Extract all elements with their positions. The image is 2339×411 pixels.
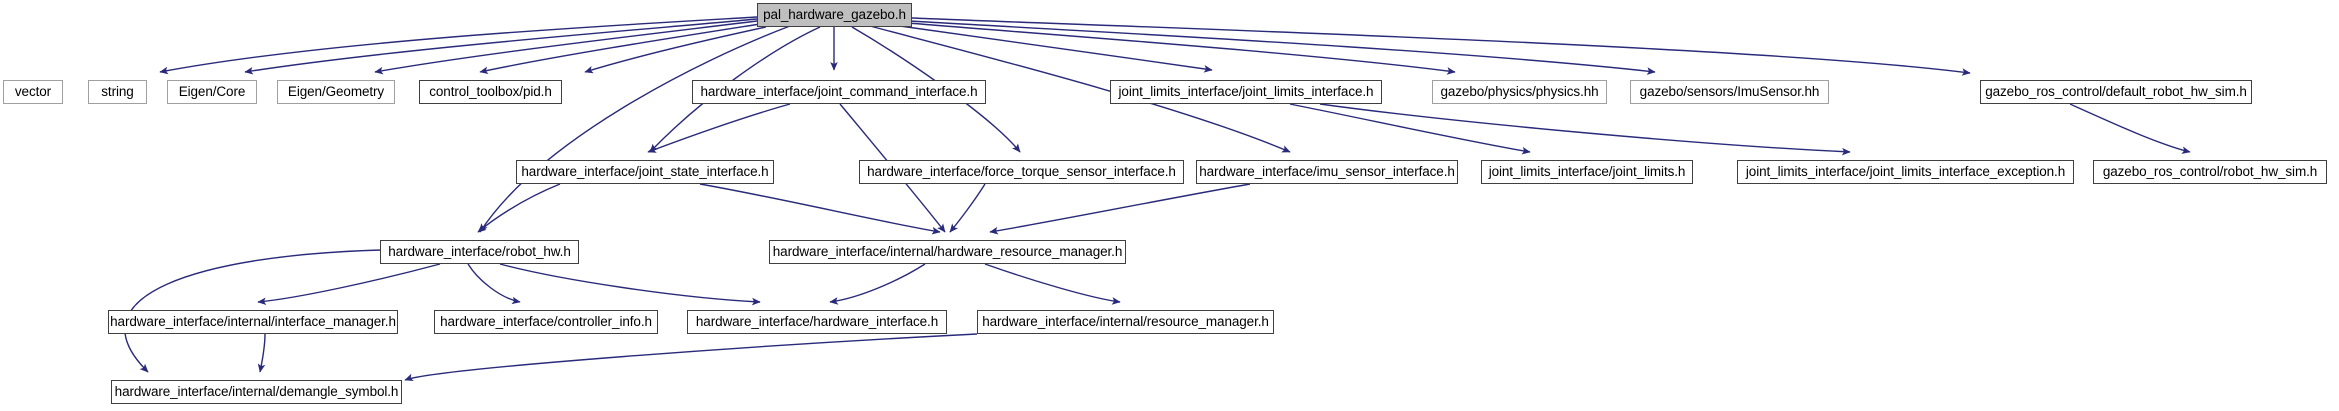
edge-robot_hw-to-iface_mgr <box>257 263 441 306</box>
edge-root-to-string <box>244 18 758 75</box>
node-label-demangle: hardware_interface/internal/demangle_sym… <box>114 384 399 400</box>
node-root[interactable]: pal_hardware_gazebo.h <box>757 3 912 27</box>
node-vector[interactable]: vector <box>3 80 63 104</box>
node-hw_res_mgr[interactable]: hardware_interface/internal/hardware_res… <box>769 240 1126 264</box>
edge-root-to-robot_hw <box>479 25 791 233</box>
node-joint_state_if[interactable]: hardware_interface/joint_state_interface… <box>516 160 774 184</box>
node-label-iface_mgr: hardware_interface/internal/interface_ma… <box>110 314 396 330</box>
node-joint_cmd_if[interactable]: hardware_interface/joint_command_interfa… <box>692 80 986 104</box>
edge-root-to-vector <box>159 16 758 75</box>
edge-root-to-pid <box>584 26 767 74</box>
node-default_hw_sim[interactable]: gazebo_ros_control/default_robot_hw_sim.… <box>1980 80 2252 104</box>
node-hw_iface[interactable]: hardware_interface/hardware_interface.h <box>687 310 947 334</box>
edge-root-to-joint_limits_if <box>899 25 1213 73</box>
edge-joint_limits_if-to-jl_exception <box>1319 103 1851 156</box>
node-force_torque_if[interactable]: hardware_interface/force_torque_sensor_i… <box>859 160 1184 184</box>
node-label-hw_res_mgr: hardware_interface/internal/hardware_res… <box>772 244 1123 260</box>
node-label-robot_hw_sim: gazebo_ros_control/robot_hw_sim.h <box>2102 164 2318 180</box>
node-label-vector: vector <box>14 84 52 100</box>
node-label-eigen_geom: Eigen/Geometry <box>287 84 385 100</box>
node-eigen_core[interactable]: Eigen/Core <box>167 80 257 104</box>
node-label-hw_iface: hardware_interface/hardware_interface.h <box>695 314 939 330</box>
edge-hw_res_mgr-to-res_mgr <box>984 263 1121 305</box>
edge-root-to-eigen_geom <box>479 23 761 75</box>
node-label-joint_cmd_if: hardware_interface/joint_command_interfa… <box>700 84 978 100</box>
node-pid[interactable]: control_toolbox/pid.h <box>419 80 562 104</box>
edge-hw_res_mgr-to-hw_iface <box>829 263 926 305</box>
node-eigen_geom[interactable]: Eigen/Geometry <box>277 80 395 104</box>
node-label-joint_state_if: hardware_interface/joint_state_interface… <box>521 164 769 180</box>
node-label-gz_imu: gazebo/sensors/ImuSensor.hh <box>1639 84 1820 100</box>
node-label-robot_hw: hardware_interface/robot_hw.h <box>388 244 571 260</box>
node-gz_physics[interactable]: gazebo/physics/physics.hh <box>1432 80 1607 104</box>
node-gz_imu[interactable]: gazebo/sensors/ImuSensor.hh <box>1630 80 1829 104</box>
node-label-gz_physics: gazebo/physics/physics.hh <box>1440 84 1599 100</box>
edge-root-to-gz_physics <box>907 22 1456 75</box>
edge-imu_sensor_if-to-hw_res_mgr <box>989 183 1251 235</box>
node-robot_hw_sim[interactable]: gazebo_ros_control/robot_hw_sim.h <box>2093 160 2327 184</box>
edge-force_torque_if-to-hw_res_mgr <box>949 183 986 233</box>
edge-joint_state_if-to-hw_res_mgr <box>699 183 941 235</box>
edge-joint_state_if-to-robot_hw <box>477 183 561 233</box>
node-imu_sensor_if[interactable]: hardware_interface/imu_sensor_interface.… <box>1196 160 1458 184</box>
node-joint_limits[interactable]: joint_limits_interface/joint_limits.h <box>1481 160 1693 184</box>
node-robot_hw[interactable]: hardware_interface/robot_hw.h <box>380 240 579 264</box>
node-label-eigen_core: Eigen/Core <box>178 84 246 100</box>
edge-root-to-default_hw_sim <box>911 17 1971 76</box>
edge-default_hw_sim-to-robot_hw_sim <box>2069 103 2191 154</box>
node-jl_exception[interactable]: joint_limits_interface/joint_limits_inte… <box>1737 160 2074 184</box>
node-label-jl_exception: joint_limits_interface/joint_limits_inte… <box>1745 164 2066 180</box>
edge-joint_limits_if-to-joint_limits <box>1289 103 1531 155</box>
edge-robot_hw-to-ctrl_info <box>467 263 521 305</box>
node-string[interactable]: string <box>88 80 147 104</box>
edge-joint_cmd_if-to-joint_state_if <box>647 103 791 153</box>
node-ctrl_info[interactable]: hardware_interface/controller_info.h <box>434 310 658 334</box>
edge-root-to-gz_imu <box>909 20 1656 75</box>
node-label-pid: control_toolbox/pid.h <box>429 84 552 100</box>
edge-root-to-eigen_core <box>374 20 758 75</box>
node-joint_limits_if[interactable]: joint_limits_interface/joint_limits_inte… <box>1110 80 1382 104</box>
node-label-joint_limits: joint_limits_interface/joint_limits.h <box>1488 164 1686 180</box>
node-label-force_torque_if: hardware_interface/force_torque_sensor_i… <box>867 164 1176 180</box>
node-label-ctrl_info: hardware_interface/controller_info.h <box>440 314 652 330</box>
node-label-default_hw_sim: gazebo_ros_control/default_robot_hw_sim.… <box>1985 84 2247 100</box>
node-label-imu_sensor_if: hardware_interface/imu_sensor_interface.… <box>1199 164 1455 180</box>
node-label-joint_limits_if: joint_limits_interface/joint_limits_inte… <box>1118 84 1374 100</box>
edge-res_mgr-to-demangle <box>404 333 978 382</box>
node-label-res_mgr: hardware_interface/internal/resource_man… <box>982 314 1269 330</box>
node-label-root: pal_hardware_gazebo.h <box>763 7 906 23</box>
node-label-string: string <box>101 84 134 100</box>
node-iface_mgr[interactable]: hardware_interface/internal/interface_ma… <box>108 310 398 334</box>
edge-iface_mgr-to-demangle <box>257 333 266 373</box>
edge-robot_hw-to-hw_iface <box>499 263 761 306</box>
node-demangle[interactable]: hardware_interface/internal/demangle_sym… <box>111 380 402 404</box>
node-res_mgr[interactable]: hardware_interface/internal/resource_man… <box>977 310 1274 334</box>
